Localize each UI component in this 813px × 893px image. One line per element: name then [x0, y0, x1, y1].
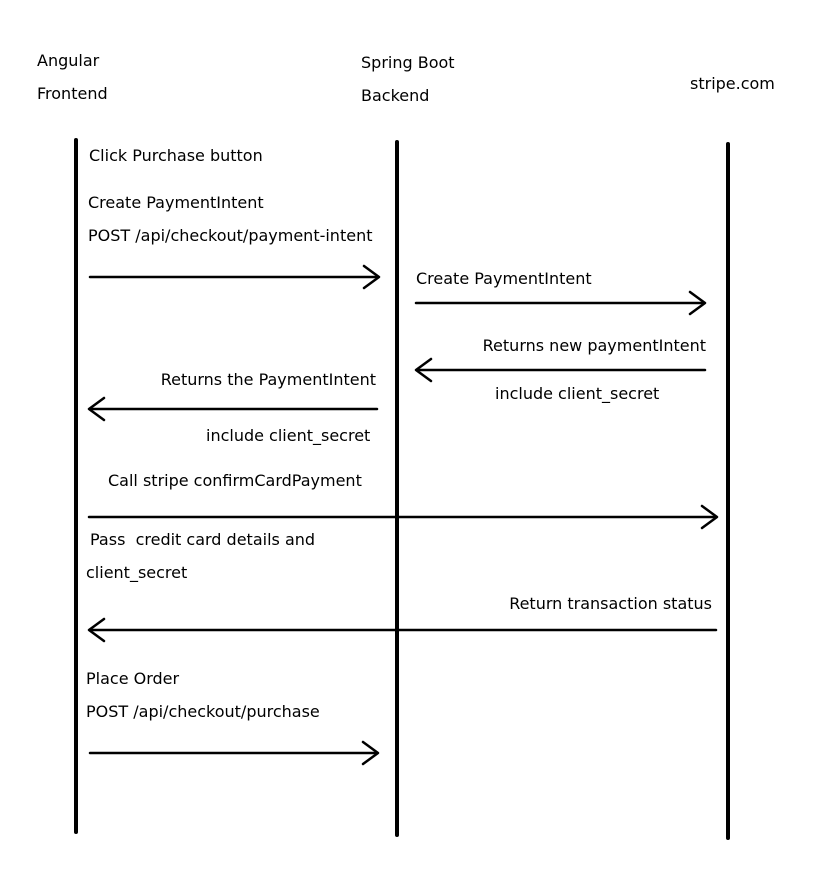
arrow-frontend-to-stripe-confirm	[87, 504, 719, 530]
message-create-intent-line1: Create PaymentIntent	[88, 193, 264, 212]
message-backend-returns-line2: include client_secret	[206, 426, 371, 445]
arrow-stripe-to-backend-return	[414, 357, 707, 383]
message-pass-details-line2: client_secret	[86, 563, 188, 582]
message-place-order-line1: Place Order	[86, 669, 180, 688]
message-backend-returns-line1: Returns the PaymentIntent	[160, 370, 376, 389]
message-stripe-returns-line2: include client_secret	[495, 384, 660, 403]
arrow-stripe-to-frontend-status	[87, 617, 718, 643]
message-create-intent-line2: POST /api/checkout/payment-intent	[88, 226, 373, 245]
participant-frontend-line2: Frontend	[37, 84, 108, 103]
message-stripe-returns-line1: Returns new paymentIntent	[482, 336, 706, 355]
arrow-backend-to-stripe-intent	[414, 290, 707, 316]
arrow-backend-to-frontend-return	[87, 396, 379, 422]
arrow-frontend-to-backend-order	[88, 740, 380, 766]
message-pass-details-line1: Pass credit card details and	[90, 530, 316, 549]
participant-backend-line1: Spring Boot	[361, 53, 455, 72]
message-place-order-line2: POST /api/checkout/purchase	[86, 702, 320, 721]
participant-backend-line2: Backend	[361, 86, 430, 105]
message-backend-create-intent: Create PaymentIntent	[416, 269, 592, 288]
message-confirm-payment: Call stripe confirmCardPayment	[108, 471, 362, 490]
message-return-status: Return transaction status	[509, 594, 712, 613]
message-click-purchase: Click Purchase button	[89, 146, 263, 165]
participant-stripe: stripe.com	[690, 74, 775, 93]
participant-frontend-line1: Angular	[37, 51, 100, 70]
arrow-frontend-to-backend-intent	[88, 264, 381, 290]
